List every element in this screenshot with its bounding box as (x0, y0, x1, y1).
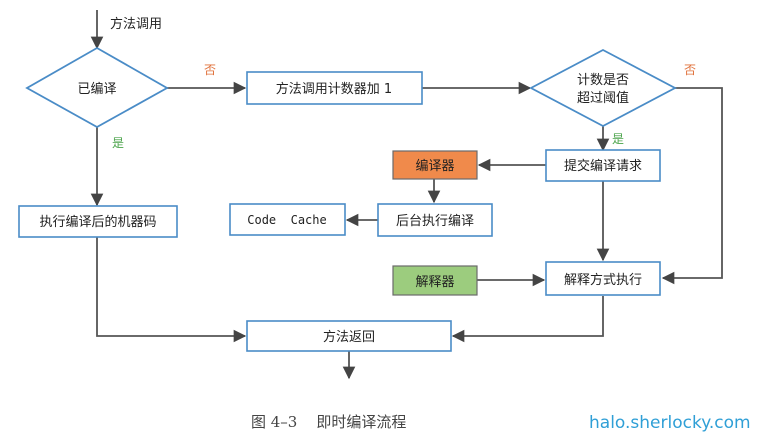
submit-box-label: 提交编译请求 (564, 158, 642, 174)
interpreter-box-rect (392, 265, 478, 296)
execute-compiled-box-rect (18, 205, 178, 238)
interpret-execute-box: 解释方式执行 (545, 261, 661, 296)
threshold-yes-label: 是 (612, 132, 624, 146)
compiler-box-label: 编译器 (415, 159, 454, 174)
execute-compiled-box-label: 执行编译后的机器码 (39, 214, 156, 230)
interpreter-box-label: 解释器 (415, 275, 454, 290)
threshold-line1: 计数是否 (577, 73, 629, 88)
compiled-decision-shape (25, 46, 169, 129)
code-cache-box-rect (229, 203, 346, 236)
return-box: 方法返回 (246, 320, 452, 352)
arrow-execute-to-return (96, 237, 247, 343)
background-compile-box-label: 后台执行编译 (396, 214, 474, 229)
compiler-box-rect (392, 150, 478, 180)
return-box-rect (246, 320, 452, 352)
counter-box-rect (246, 71, 423, 105)
submit-box-rect (545, 149, 661, 182)
compiled-yes-label: 是 (112, 136, 124, 150)
threshold-decision: 计数是否 超过阈值 (529, 48, 677, 128)
return-box-label: 方法返回 (323, 329, 375, 345)
interpreter-box: 解释器 (392, 265, 478, 296)
arrow-threshold-no-to-interpret (661, 87, 723, 285)
execute-compiled-box: 执行编译后的机器码 (18, 205, 178, 238)
threshold-line2: 超过阈值 (577, 90, 629, 106)
threshold-no-label: 否 (684, 63, 696, 77)
code-cache-box: Code Cache (229, 203, 346, 236)
counter-box: 方法调用计数器加 1 (246, 71, 423, 105)
interpret-execute-box-rect (545, 261, 661, 296)
code-cache-box-label: Code Cache (247, 213, 326, 227)
arrow-interpret-to-return (451, 296, 604, 343)
background-compile-box: 后台执行编译 (377, 203, 493, 237)
compiled-decision: 已编译 (25, 46, 169, 129)
figure-caption: 图 4–3 即时编译流程 (251, 413, 406, 431)
compiled-decision-label: 已编译 (77, 82, 116, 97)
submit-box: 提交编译请求 (545, 149, 661, 182)
counter-box-label: 方法调用计数器加 1 (276, 81, 392, 97)
interpret-execute-box-label: 解释方式执行 (564, 272, 642, 288)
start-label: 方法调用 (110, 16, 162, 32)
background-compile-box-rect (377, 203, 493, 237)
watermark-text: halo.sherlocky.com (589, 413, 751, 433)
threshold-decision-shape (529, 48, 677, 128)
compiled-no-label: 否 (204, 63, 216, 77)
connectors (90, 10, 723, 380)
compiler-box: 编译器 (392, 150, 478, 180)
